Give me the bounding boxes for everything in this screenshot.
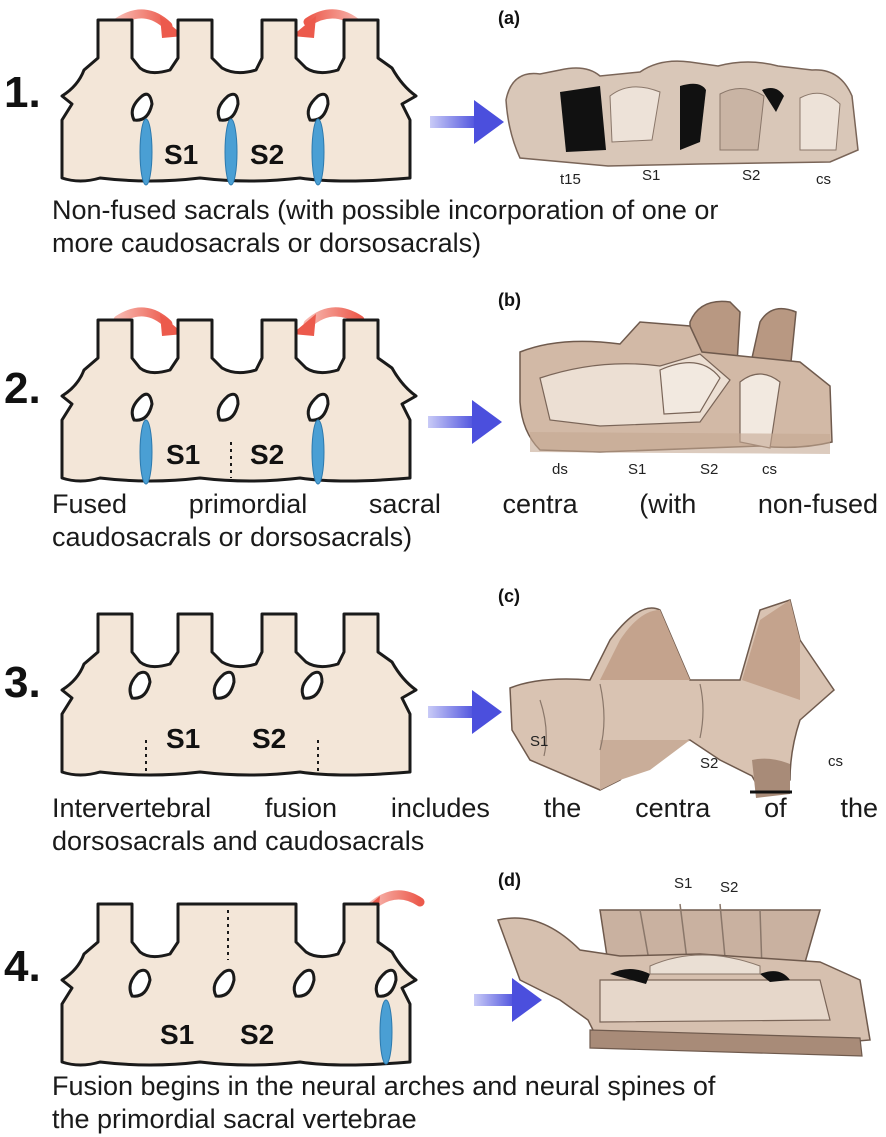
fossil-label: S2	[720, 879, 738, 896]
stage-4: 4. S1 S2 S1 S2 (d) Fusion begins i	[0, 870, 886, 1137]
fossil-label: S2	[700, 461, 718, 478]
fossil-label: S1	[530, 733, 548, 750]
direction-arrow-icon	[430, 100, 504, 144]
vertebral-column-schematic	[62, 614, 416, 775]
stage-1: 1. S1 S2 t15	[0, 0, 886, 262]
intervertebral-disc	[380, 1000, 392, 1064]
intervertebral-disc	[312, 420, 324, 484]
fossil-label: S1	[674, 875, 692, 892]
fossil-label: cs	[816, 171, 831, 188]
panel-letter: (a)	[498, 8, 520, 29]
vertebra-label-s1: S1	[166, 723, 200, 754]
fossil-label: cs	[762, 461, 777, 478]
vertebra-label-s2: S2	[240, 1019, 274, 1050]
vertebra-label-s2: S2	[250, 439, 284, 470]
intervertebral-disc	[140, 420, 152, 484]
vertebra-label-s1: S1	[164, 139, 198, 170]
intervertebral-disc	[140, 119, 152, 185]
vertebra-label-s1: S1	[160, 1019, 194, 1050]
fossil-illustration-c	[510, 600, 834, 798]
intervertebral-disc	[225, 119, 237, 185]
caption-line: Fusion begins in the neural arches and n…	[52, 1070, 878, 1103]
fossil-label: t15	[560, 171, 581, 188]
caption-line: caudosacrals or dorsosacrals)	[52, 521, 878, 554]
caption-line: Fused primordial sacral centra (with non…	[52, 488, 878, 521]
fossil-label: ds	[552, 461, 568, 478]
fossil-label: cs	[828, 753, 843, 770]
vertebra-label-s1: S1	[166, 439, 200, 470]
intervertebral-disc	[312, 119, 324, 185]
direction-arrow-icon	[428, 400, 502, 444]
caption-line: more caudosacrals or dorsosacrals)	[52, 227, 878, 260]
vertebral-column-schematic	[62, 904, 416, 1065]
panel-letter: (c)	[498, 586, 520, 607]
stage-3: 3. S1 S2 S1 S2 cs (c) Intervertebral fus…	[0, 580, 886, 870]
panel-letter: (d)	[498, 870, 521, 891]
fossil-label: S2	[700, 755, 718, 772]
vertebra-label-s2: S2	[250, 139, 284, 170]
caption-line: Non-fused sacrals (with possible incorpo…	[52, 194, 878, 227]
panel-letter: (b)	[498, 290, 521, 311]
fossil-label: S2	[742, 167, 760, 184]
fossil-label: S1	[628, 461, 646, 478]
caption-line: Intervertebral fusion includes the centr…	[52, 792, 878, 825]
fossil-label: S1	[642, 167, 660, 184]
stage-2: 2. S1 S2 ds S1 S2 cs (b)	[0, 282, 886, 572]
caption-line: dorsosacrals and caudosacrals	[52, 825, 878, 858]
vertebra-label-s2: S2	[252, 723, 286, 754]
fossil-illustration-a	[506, 61, 858, 166]
fossil-illustration-d	[498, 904, 870, 1056]
fossil-illustration-b	[520, 301, 832, 454]
caption-line: the primordial sacral vertebrae	[52, 1103, 878, 1136]
direction-arrow-icon	[428, 690, 502, 734]
